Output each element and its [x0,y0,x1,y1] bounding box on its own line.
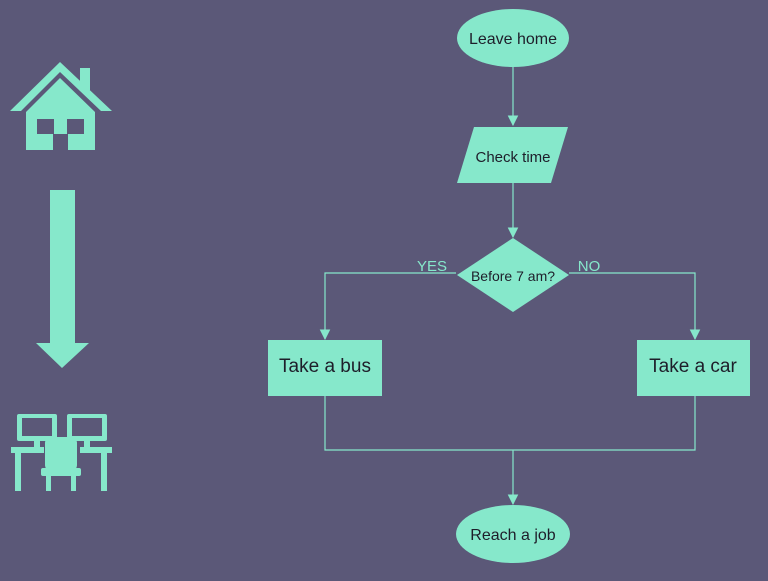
start-ellipse [457,9,569,67]
connectors [319,66,701,506]
car-rectangle [637,340,750,396]
bus-label: Take a bus [279,356,371,377]
edge-label-no: NO [578,258,601,275]
check-label: Check time [475,149,550,166]
house-icon [10,62,112,150]
node-end: Reach a job [456,505,570,563]
node-car: Take a car [637,340,750,396]
edge-decision-to-car [569,272,701,341]
check-parallelogram [457,127,568,183]
car-label: Take a car [649,356,737,377]
node-decision: Before 7 am? [457,238,569,312]
edge-label-yes: YES [417,258,447,275]
end-label: Reach a job [470,527,555,544]
edge-decision-to-bus [319,272,456,341]
arrow-down-icon [36,190,89,368]
node-bus: Take a bus [268,340,382,396]
decision-diamond [457,238,569,312]
node-check: Check time [457,127,568,183]
edge-bus-to-merge [324,396,513,451]
node-start: Leave home [457,9,569,67]
start-label: Leave home [469,31,557,48]
decision-label: Before 7 am? [471,268,555,284]
office-desks-icon [11,414,112,491]
edge-car-to-merge [513,396,696,451]
bus-rectangle [268,340,382,396]
end-ellipse [456,505,570,563]
